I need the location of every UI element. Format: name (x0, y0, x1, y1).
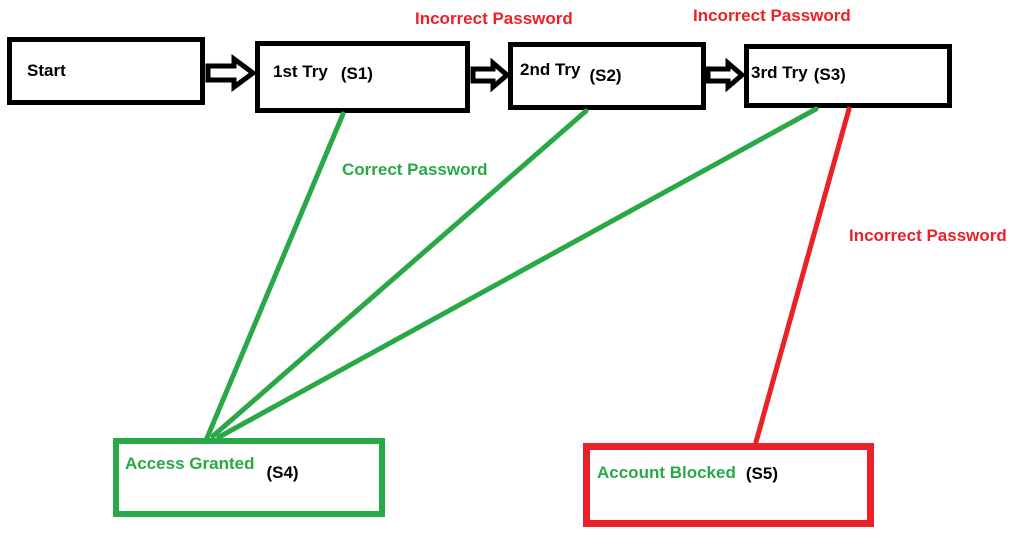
node-s1-label: 1st Try(S1) (273, 62, 373, 83)
edge-s2-to-s4-line (210, 108, 589, 439)
edge-s3-to-s5-line (753, 106, 852, 445)
node-s2 (508, 42, 706, 110)
node-start-label: Start (27, 61, 66, 80)
node-s5-state: (S5) (745, 464, 778, 483)
node-s1-state: (S1) (340, 64, 373, 83)
edge-label-incorrect-password-3: Incorrect Password (849, 226, 1007, 245)
edge-s1-to-s4-line (204, 111, 346, 441)
arrow-start-to-s1-icon (205, 54, 258, 92)
node-s3 (744, 44, 952, 108)
node-s3-state: (S3) (813, 65, 846, 84)
node-s4-label: Access Granted(S4) (125, 454, 299, 482)
arrow-s2-to-s3-icon (705, 57, 746, 93)
node-s1 (255, 41, 470, 113)
node-s4 (113, 438, 385, 517)
node-s4-state: (S4) (266, 463, 299, 482)
node-s2-state: (S2) (589, 66, 622, 85)
edge-s3-to-s4-line (216, 106, 819, 440)
node-s5 (583, 443, 874, 527)
node-s3-label: 3rd Try(S3) (751, 63, 846, 84)
edge-label-incorrect-password-1: Incorrect Password (415, 9, 573, 28)
edge-label-correct-password: Correct Password (342, 160, 488, 179)
node-s2-label: 2nd Try(S2) (520, 60, 622, 85)
edge-label-incorrect-password-2: Incorrect Password (693, 6, 851, 25)
node-s5-label: Account Blocked(S5) (597, 463, 778, 483)
node-start (7, 37, 205, 105)
arrow-s1-to-s2-icon (470, 57, 511, 93)
